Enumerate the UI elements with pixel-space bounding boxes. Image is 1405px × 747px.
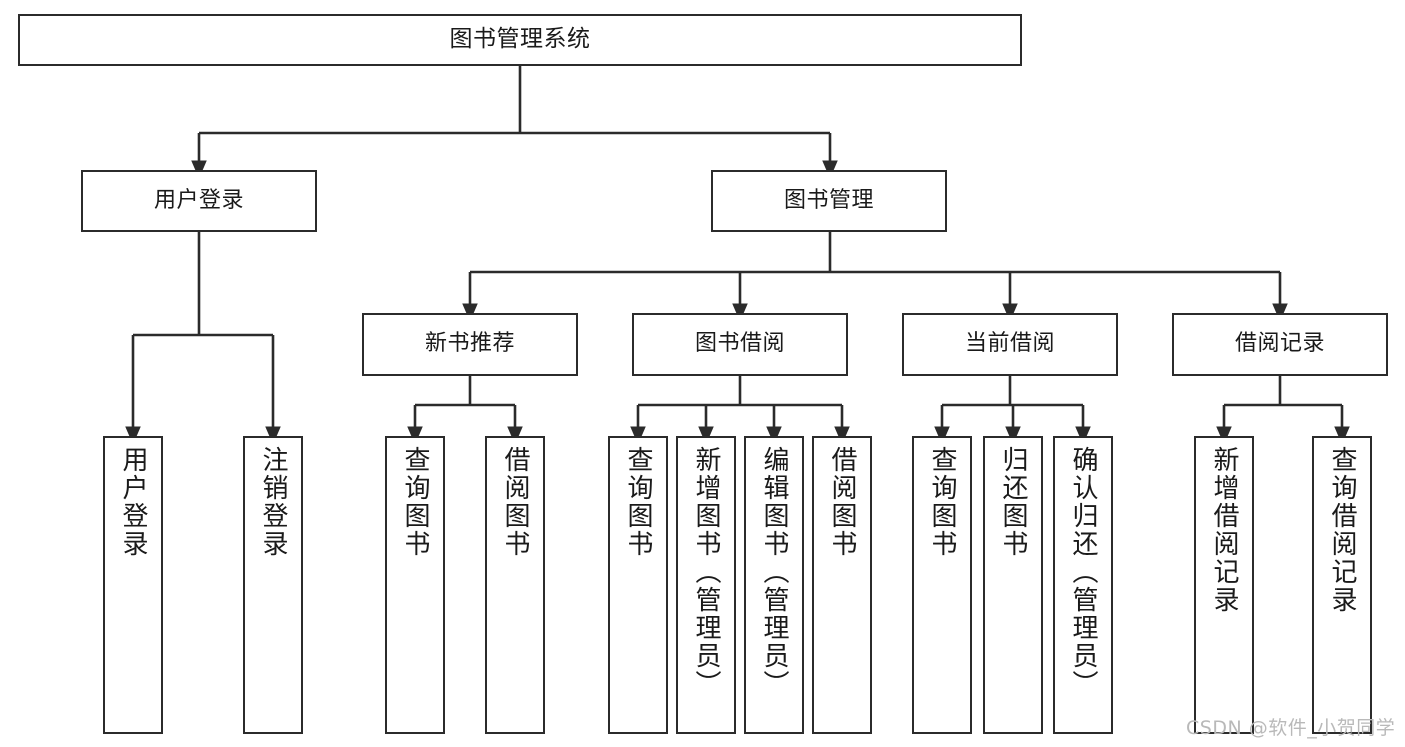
leaf-query-book-3[interactable]: 查询图书 — [912, 436, 972, 734]
leaf-add-borrow-record-label: 新增借阅记录 — [1209, 446, 1239, 614]
node-root-system[interactable]: 图书管理系统 — [18, 14, 1022, 66]
leaf-query-book-3-label: 查询图书 — [927, 446, 957, 558]
node-book-borrow-label: 图书借阅 — [694, 331, 785, 357]
leaf-edit-book-label: 编辑图书（管理员） — [759, 446, 789, 698]
node-new-book-recommend[interactable]: 新书推荐 — [362, 313, 578, 376]
node-book-management[interactable]: 图书管理 — [711, 170, 947, 232]
leaf-edit-book[interactable]: 编辑图书（管理员） — [744, 436, 804, 734]
leaf-user-login-label: 用户登录 — [118, 446, 148, 558]
leaf-add-book-label: 新增图书（管理员） — [691, 446, 721, 698]
leaf-confirm-return-label: 确认归还（管理员） — [1068, 446, 1098, 698]
node-new-book-recommend-label: 新书推荐 — [424, 331, 515, 357]
node-borrow-record-label: 借阅记录 — [1234, 331, 1325, 357]
leaf-query-book-1-label: 查询图书 — [400, 446, 430, 558]
node-book-borrow[interactable]: 图书借阅 — [632, 313, 848, 376]
leaf-borrow-book-2-label: 借阅图书 — [827, 446, 857, 558]
leaf-return-book[interactable]: 归还图书 — [983, 436, 1043, 734]
leaf-query-book-2[interactable]: 查询图书 — [608, 436, 668, 734]
node-root-system-label: 图书管理系统 — [449, 26, 591, 53]
leaf-query-borrow-record[interactable]: 查询借阅记录 — [1312, 436, 1372, 734]
node-borrow-record[interactable]: 借阅记录 — [1172, 313, 1388, 376]
leaf-query-borrow-record-label: 查询借阅记录 — [1327, 446, 1357, 614]
leaf-query-book-2-label: 查询图书 — [623, 446, 653, 558]
node-user-login-label: 用户登录 — [153, 187, 244, 213]
leaf-return-book-label: 归还图书 — [998, 446, 1028, 558]
node-current-borrow-label: 当前借阅 — [964, 331, 1055, 357]
watermark-text: CSDN @软件_小贺同学 — [1186, 717, 1396, 739]
leaf-borrow-book-2[interactable]: 借阅图书 — [812, 436, 872, 734]
node-user-login[interactable]: 用户登录 — [81, 170, 317, 232]
leaf-user-login[interactable]: 用户登录 — [103, 436, 163, 734]
leaf-query-book-1[interactable]: 查询图书 — [385, 436, 445, 734]
leaf-borrow-book-1-label: 借阅图书 — [500, 446, 530, 558]
leaf-logout[interactable]: 注销登录 — [243, 436, 303, 734]
leaf-borrow-book-1[interactable]: 借阅图书 — [485, 436, 545, 734]
leaf-confirm-return[interactable]: 确认归还（管理员） — [1053, 436, 1113, 734]
leaf-logout-label: 注销登录 — [258, 446, 288, 558]
leaf-add-borrow-record[interactable]: 新增借阅记录 — [1194, 436, 1254, 734]
node-current-borrow[interactable]: 当前借阅 — [902, 313, 1118, 376]
node-book-management-label: 图书管理 — [783, 187, 874, 213]
leaf-add-book[interactable]: 新增图书（管理员） — [676, 436, 736, 734]
